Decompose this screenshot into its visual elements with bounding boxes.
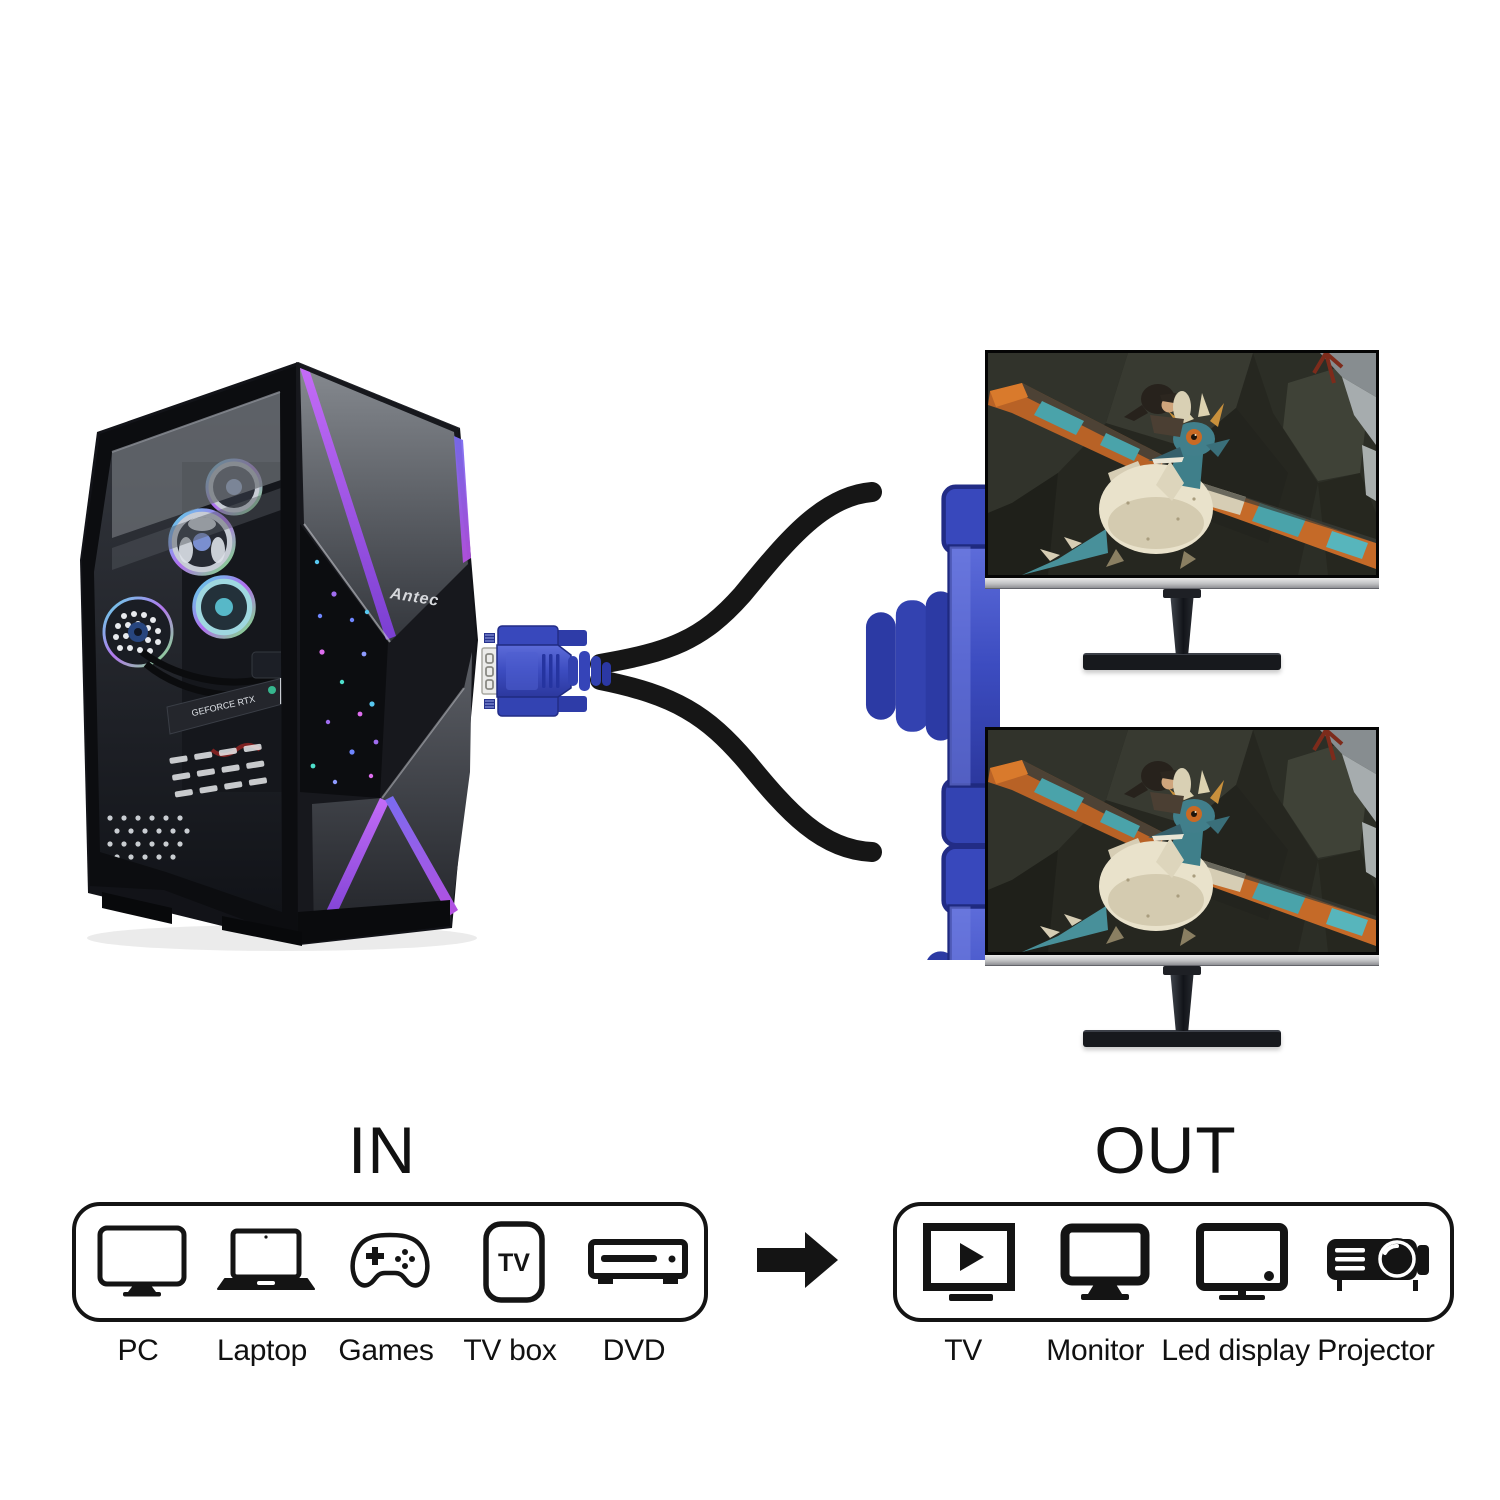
device-label: Games <box>338 1334 434 1367</box>
out-device-box <box>893 1202 1454 1322</box>
out-title: OUT <box>1094 1113 1237 1187</box>
device-label: Monitor <box>1046 1334 1145 1367</box>
honeycomb-fan <box>102 596 174 668</box>
shroud-vents <box>169 743 267 798</box>
device-label: DVD <box>602 1334 666 1367</box>
led-display-icon <box>1174 1223 1310 1301</box>
vga-splitter-cable <box>481 482 1000 960</box>
vga-male-connector-bottom <box>866 847 1000 960</box>
right-arrow-icon <box>757 1232 838 1288</box>
device-label: PC <box>117 1334 159 1367</box>
monitor-hinge <box>1163 589 1201 598</box>
dragon-movie-scene <box>988 353 1376 575</box>
in-device-labels: PC Laptop Games TV box DVD <box>72 1334 700 1368</box>
tower-foot <box>222 916 302 946</box>
cpu-block <box>251 651 282 679</box>
rgb-fan <box>168 508 236 576</box>
pc-icon <box>80 1225 204 1299</box>
cable-top <box>590 482 882 674</box>
in-title: IN <box>348 1113 416 1187</box>
monitor-bottom <box>985 727 1379 1047</box>
tv-box-icon-text: TV <box>498 1249 530 1277</box>
led-strip <box>454 436 471 563</box>
mesh-rgb-dots <box>310 559 379 785</box>
led-strip <box>300 368 396 640</box>
vga-female-connector <box>481 625 611 717</box>
device-label: TV box <box>463 1334 557 1367</box>
monitor-stand-base <box>1083 1030 1281 1047</box>
pc-tower-illustration: GEFORCE RTX <box>80 362 478 951</box>
monitor-bottom-screen <box>985 727 1379 955</box>
dragon-movie-scene <box>988 730 1376 952</box>
in-device-box: TV <box>72 1202 708 1322</box>
tower-foot <box>102 892 172 924</box>
tv-icon <box>901 1222 1037 1302</box>
rgb-fan <box>192 575 256 639</box>
monitor-chin <box>985 578 1379 589</box>
monitor-chin <box>985 955 1379 966</box>
tv-box-icon: TV <box>452 1221 576 1303</box>
device-label: Led display <box>1161 1334 1310 1367</box>
monitor-stand-neck <box>1170 975 1194 1031</box>
monitor-stand-neck <box>1170 598 1194 654</box>
monitor-top <box>985 350 1379 670</box>
device-label: Projector <box>1317 1334 1435 1367</box>
device-label: TV <box>944 1334 982 1367</box>
dvd-player-icon <box>576 1236 700 1288</box>
projector-icon <box>1310 1229 1446 1295</box>
front-mesh <box>300 524 388 798</box>
front-top-shield <box>300 368 468 642</box>
cable-bottom <box>590 670 882 862</box>
monitor-stand-base <box>1083 653 1281 670</box>
gamepad-icon <box>328 1231 452 1293</box>
psu-honeycomb <box>107 815 190 860</box>
vga-male-connector-top <box>866 487 1000 845</box>
case-interior: GEFORCE RTX <box>102 392 282 860</box>
out-device-labels: TV Monitor Led display Projector <box>893 1334 1446 1368</box>
monitor-icon <box>1037 1223 1173 1301</box>
device-label: Laptop <box>217 1334 307 1367</box>
led-strip <box>320 798 389 928</box>
led-strip <box>385 796 458 916</box>
monitor-top-screen <box>985 350 1379 578</box>
gpu-card: GEFORCE RTX <box>166 676 282 735</box>
laptop-icon <box>204 1227 328 1297</box>
monitor-hinge <box>1163 966 1201 975</box>
